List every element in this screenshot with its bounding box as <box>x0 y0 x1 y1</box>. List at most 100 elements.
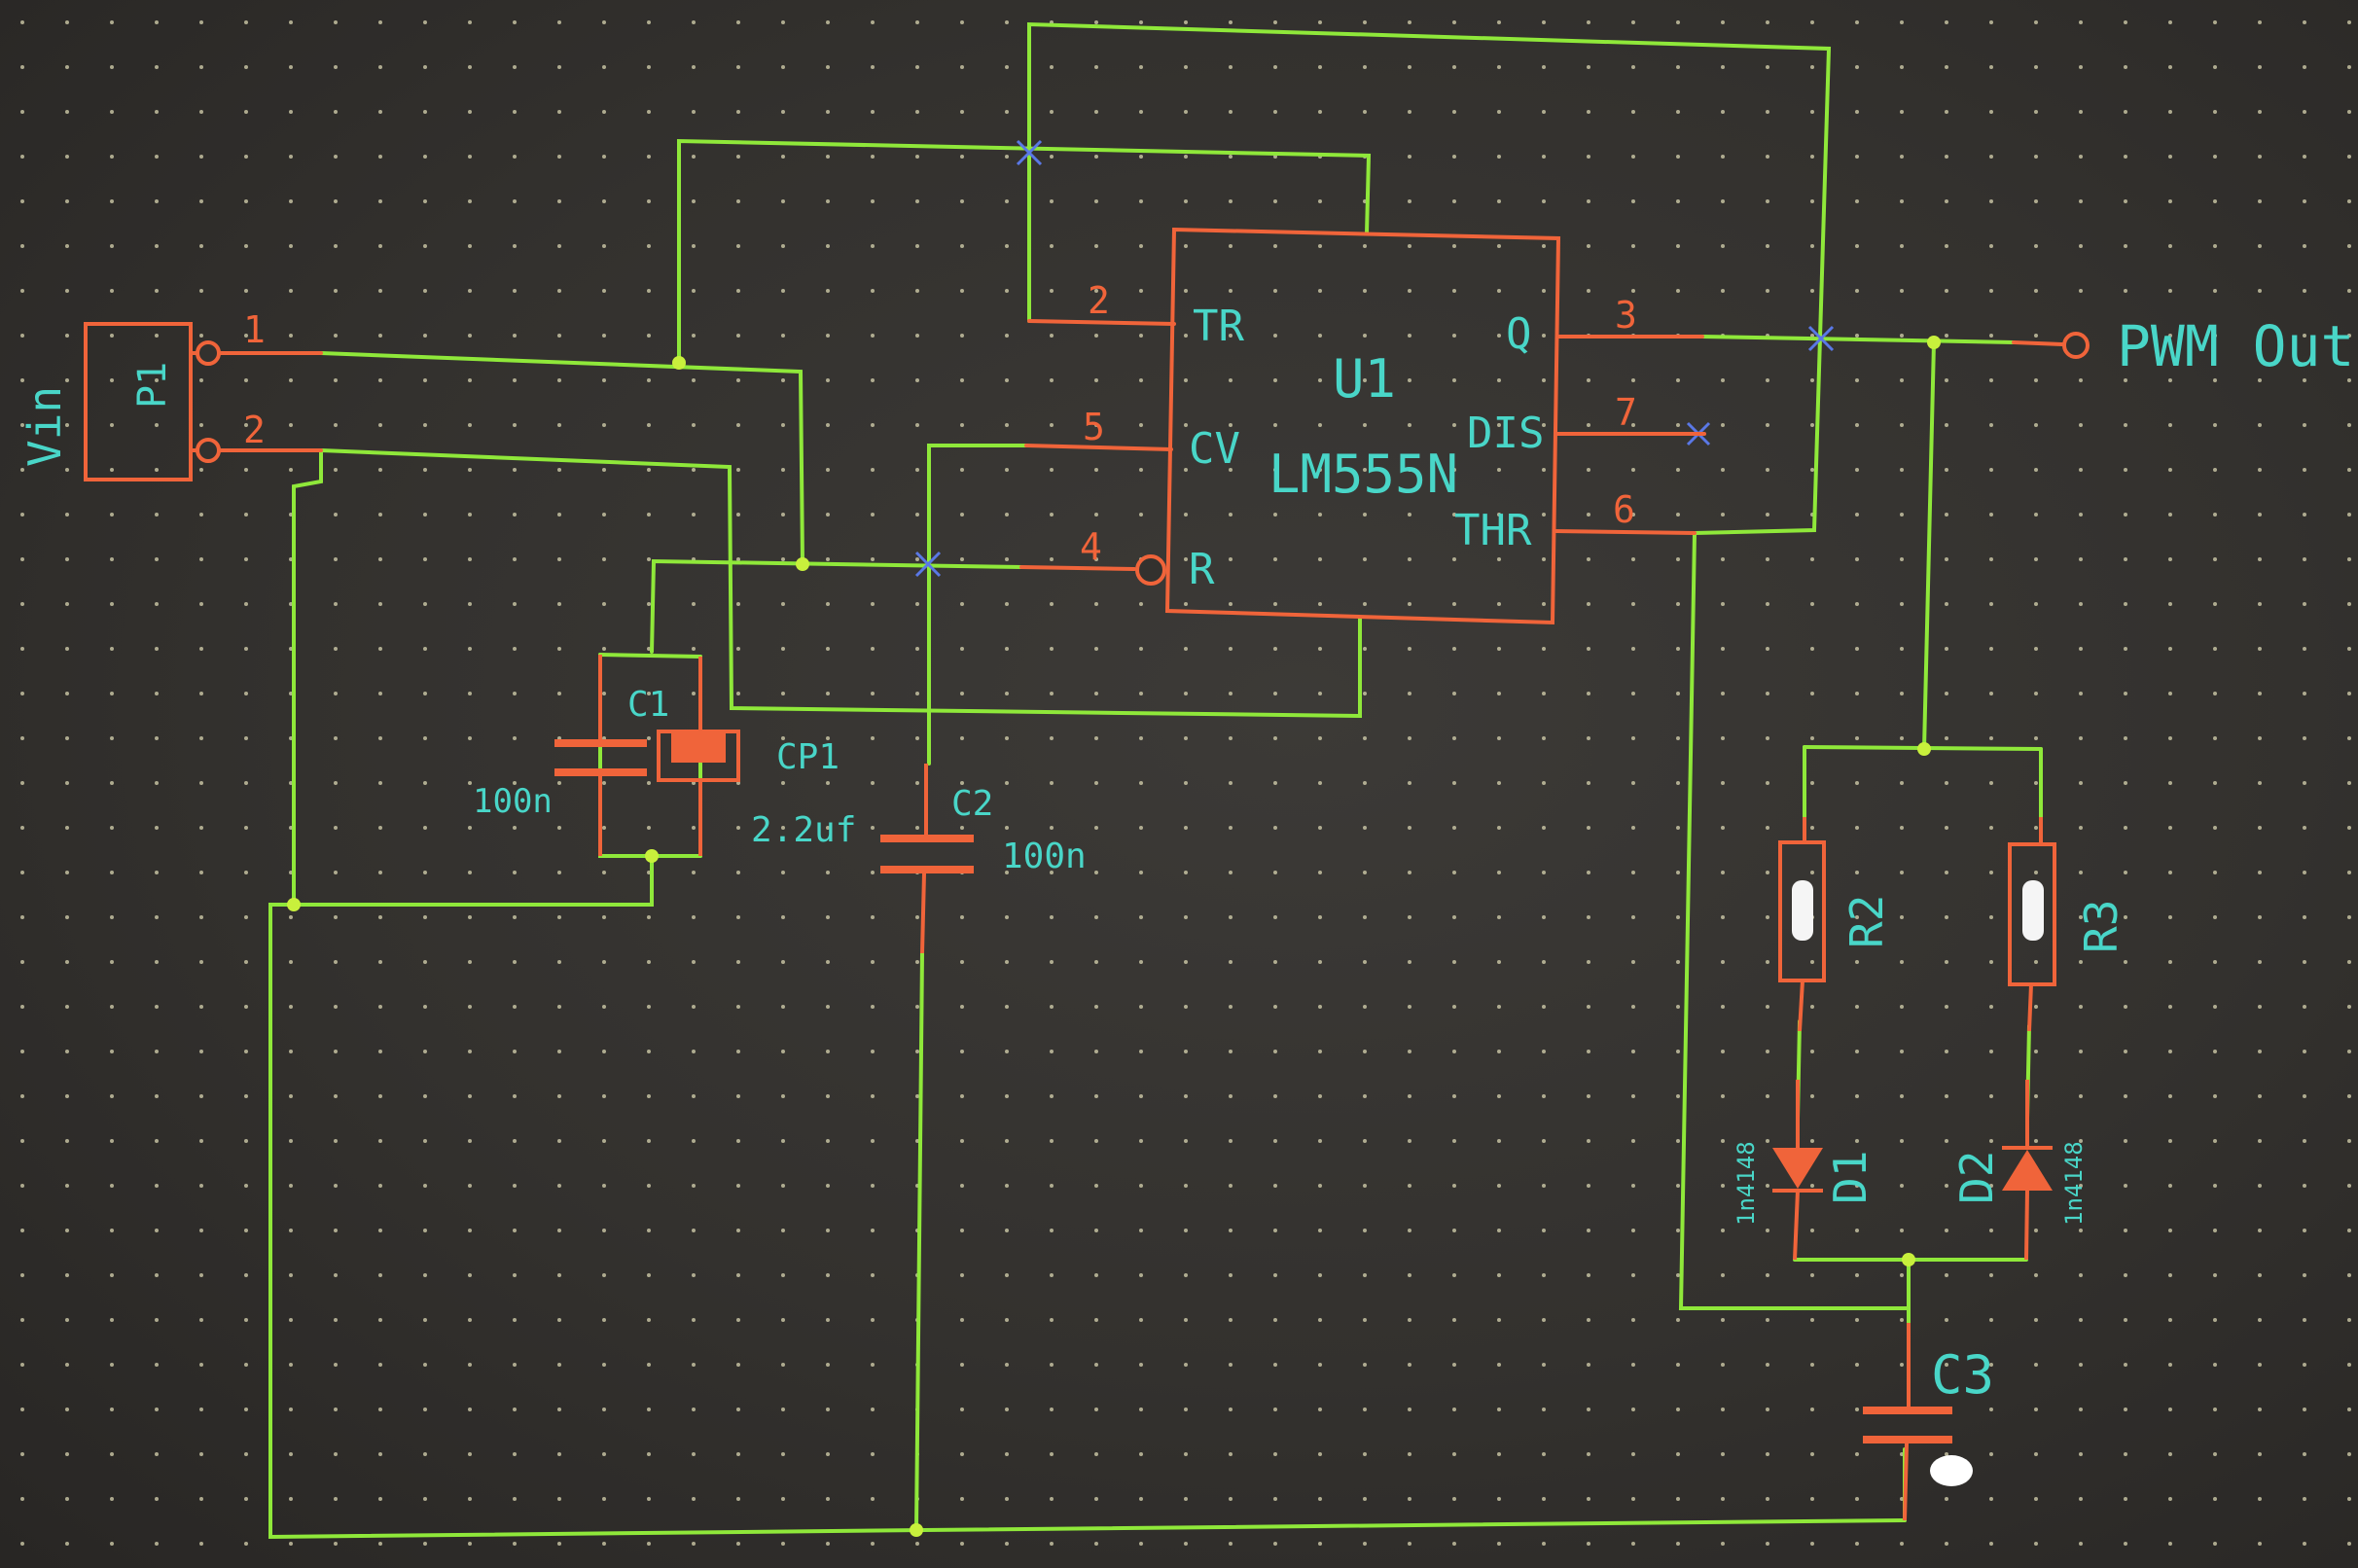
wire-c1-top[interactable] <box>598 653 702 659</box>
cp1-value: 2.2uf <box>751 810 856 850</box>
connector-p1[interactable]: 1 2 P1 Vin <box>18 308 323 481</box>
junction <box>287 898 301 911</box>
pin-number-dis: 7 <box>1615 391 1637 434</box>
c2-value: 100n <box>1002 837 1087 876</box>
junction <box>1902 1253 1915 1266</box>
p1-reference: P1 <box>130 362 175 409</box>
wire-p1-pin2[interactable] <box>319 448 1362 719</box>
output-port[interactable]: PWM Out <box>2012 313 2354 379</box>
d1-triangle <box>1772 1148 1823 1189</box>
pin-1-circle <box>196 340 221 366</box>
output-pin-line <box>2012 340 2064 346</box>
pin-cv-line <box>1024 444 1173 451</box>
pin-name-q: Q <box>1506 309 1532 359</box>
ic-body <box>1164 227 1561 625</box>
glare-spot <box>1930 1455 1973 1486</box>
pin-number-tr: 2 <box>1088 279 1110 322</box>
r2-reference: R2 <box>1840 895 1893 948</box>
wire-gnd-bottom[interactable] <box>268 903 1907 1540</box>
pin-number-cv: 5 <box>1083 406 1105 448</box>
c1-reference: C1 <box>627 685 669 725</box>
pwm-out-label: PWM Out <box>2117 313 2354 379</box>
ic-u1[interactable]: 2 5 4 3 7 6 TR CV R Q DIS THR U1 LM555N <box>1019 227 1706 625</box>
vin-net-label: Vin <box>18 386 71 467</box>
c3-lead-bottom <box>1903 1443 1909 1521</box>
connector-body <box>84 322 193 481</box>
cp1-plate-top <box>671 731 726 763</box>
pin-name-thr: THR <box>1454 506 1532 555</box>
r3-reference: R3 <box>2075 900 2127 953</box>
pin-r-inversion-circle <box>1135 554 1166 586</box>
pin-name-r: R <box>1189 545 1215 594</box>
junction <box>910 1523 923 1537</box>
pin-number-thr: 6 <box>1613 488 1635 531</box>
no-connect-marker <box>1807 325 1835 352</box>
junction <box>1917 742 1931 756</box>
junctions <box>287 336 1941 1537</box>
r3-body <box>2008 842 2056 986</box>
c1-value: 100n <box>473 782 553 821</box>
c3-plate-bottom <box>1863 1436 1952 1443</box>
d1-value: 1n4148 <box>1733 1141 1760 1226</box>
pin-name-dis: DIS <box>1467 409 1544 458</box>
resistor-r3[interactable]: R3 <box>2008 817 2127 1032</box>
wire-out-to-rbus[interactable] <box>1922 340 1936 751</box>
wire-thr-c3[interactable] <box>1678 531 1911 1310</box>
wire-top-loop[interactable] <box>1027 21 1832 535</box>
capacitor-c2[interactable]: C2 100n <box>880 764 1087 954</box>
junction <box>672 356 686 370</box>
no-connect-markers <box>914 139 1835 578</box>
r2-lead-bottom <box>1798 980 1804 1032</box>
c1-plate-top <box>554 739 647 747</box>
c2-plate-bottom <box>880 866 974 873</box>
c2-reference: C2 <box>951 784 993 824</box>
pin-tr-line <box>1027 319 1176 326</box>
no-connect-marker <box>1016 139 1043 166</box>
junction <box>645 849 659 863</box>
pin-r-line <box>1019 565 1136 571</box>
d2-value: 1n4148 <box>2060 1141 2088 1226</box>
c3-reference: C3 <box>1931 1344 1994 1406</box>
output-pin-circle <box>2062 332 2090 359</box>
no-connect-marker <box>914 551 942 578</box>
wire-gnd-left[interactable] <box>292 448 654 907</box>
d1-lead-bottom <box>1793 1190 1800 1261</box>
wire-p1-pin1[interactable] <box>319 351 804 566</box>
pin-number-r: 4 <box>1080 525 1102 568</box>
c2-lead-bottom <box>920 873 926 954</box>
diode-d1[interactable]: D1 1n4148 <box>1733 1080 1876 1261</box>
capacitor-c3[interactable]: C3 <box>1863 1323 1994 1521</box>
junction <box>1927 336 1941 349</box>
p1-pin-1-number: 1 <box>243 308 266 351</box>
pin-name-cv: CV <box>1189 424 1240 474</box>
d2-lead-bottom <box>2024 1190 2029 1261</box>
capacitor-c1[interactable]: C1 100n <box>473 655 669 856</box>
junction <box>796 557 809 571</box>
resistor-r2[interactable]: R2 <box>1778 817 1893 1032</box>
c3-plate-top <box>1863 1407 1952 1414</box>
wire-reset[interactable] <box>650 558 1023 654</box>
pin-2-circle <box>196 438 221 463</box>
wire-output[interactable] <box>1700 335 2016 344</box>
capacitor-cp1[interactable]: CP1 2.2uf <box>657 657 856 856</box>
cp1-reference: CP1 <box>776 737 840 777</box>
d2-triangle <box>2002 1150 2053 1191</box>
pin-name-tr: TR <box>1193 302 1244 351</box>
pin-thr-line <box>1553 529 1697 535</box>
r3-lead-bottom <box>2027 983 2033 1032</box>
p1-pin-2-number: 2 <box>243 409 266 451</box>
wire-c2-gnd[interactable] <box>914 951 924 1532</box>
d2-reference: D2 <box>1950 1151 2003 1204</box>
pin-number-q: 3 <box>1615 294 1637 337</box>
ic-value: LM555N <box>1268 444 1458 505</box>
c2-plate-top <box>880 835 974 842</box>
r2-highlight <box>1792 880 1813 941</box>
wire-cv[interactable] <box>927 444 1028 766</box>
diode-d2[interactable]: D2 1n4148 <box>1950 1080 2088 1261</box>
c1-plate-bottom <box>554 768 647 776</box>
ic-reference: U1 <box>1333 348 1396 410</box>
d1-reference: D1 <box>1824 1151 1876 1204</box>
